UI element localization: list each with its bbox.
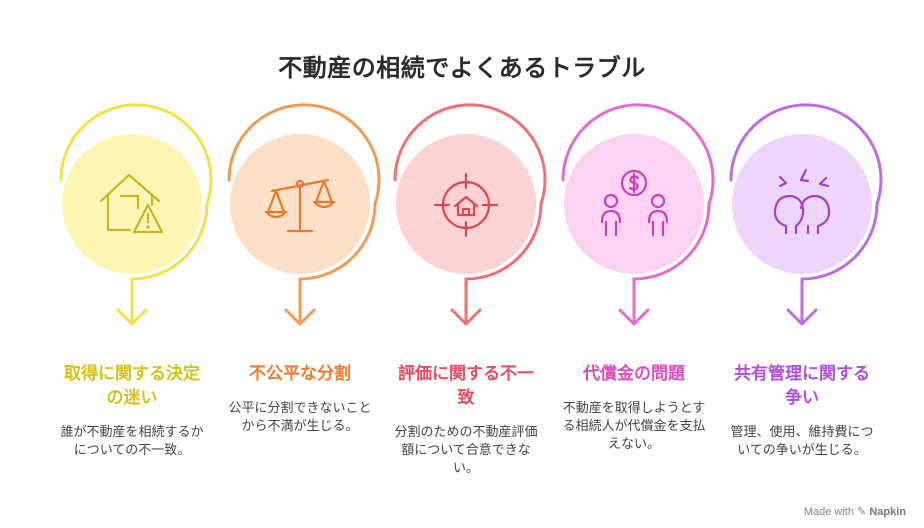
step-2-description: 公平に分割できないことから不満が生じる。 [228, 401, 372, 434]
step-2-graphic [227, 103, 381, 326]
step-2-arrow [227, 103, 381, 324]
step-4: 代償金の問題 不動産を取得しようとする相続人が代償金を支払えない。 [559, 362, 709, 454]
step-4-graphic [561, 103, 715, 326]
step-5-arrow [729, 103, 883, 324]
step-2: 不公平な分割 公平に分割できないことから不満が生じる。 [225, 362, 375, 436]
step-3-circle [396, 134, 536, 274]
step-1-circle [62, 134, 202, 274]
diagram-title: 不動産の相続でよくあるトラブル [278, 54, 646, 82]
step-5-graphic [729, 103, 883, 326]
napkin-logo-icon: ✎ [857, 506, 867, 518]
balance-scale-icon [264, 178, 336, 233]
step-3-arrow [393, 103, 547, 324]
step-1: 取得に関する決定の迷い 誰が不動産を相続するかについての不一致。 [57, 362, 207, 460]
footer-brand: Napkin [869, 506, 906, 518]
house-warning-icon [99, 173, 164, 234]
step-1-arrow [59, 103, 213, 324]
people-money-icon [600, 169, 669, 237]
step-4-circle [564, 134, 704, 274]
step-1-description: 誰が不動産を相続するかについての不一致。 [60, 425, 204, 458]
step-5-description: 管理、使用、維持費についての争いが生じる。 [730, 425, 874, 458]
step-3-heading: 評価に関する不一致 [398, 364, 534, 408]
footer-made-with: Made with [803, 506, 854, 518]
step-2-heading: 不公平な分割 [249, 364, 351, 384]
footer-credit[interactable]: Made with ✎ Napkin [804, 505, 906, 518]
step-1-heading: 取得に関する決定の迷い [64, 364, 200, 408]
step-3-description: 分割のための不動産評価額について合意できない。 [394, 425, 538, 476]
step-5-heading: 共有管理に関する争い [734, 364, 870, 408]
step-4-arrow [561, 103, 715, 324]
house-target-icon [433, 172, 499, 238]
people-conflict-icon [773, 168, 831, 235]
step-4-description: 不動産を取得しようとする相続人が代償金を支払えない。 [562, 401, 706, 452]
step-4-heading: 代償金の問題 [583, 364, 685, 384]
step-3-graphic [393, 103, 547, 326]
step-3: 評価に関する不一致 分割のための不動産評価額について合意できない。 [391, 362, 541, 478]
step-1-graphic [59, 103, 213, 326]
step-5: 共有管理に関する争い 管理、使用、維持費についての争いが生じる。 [727, 362, 877, 460]
